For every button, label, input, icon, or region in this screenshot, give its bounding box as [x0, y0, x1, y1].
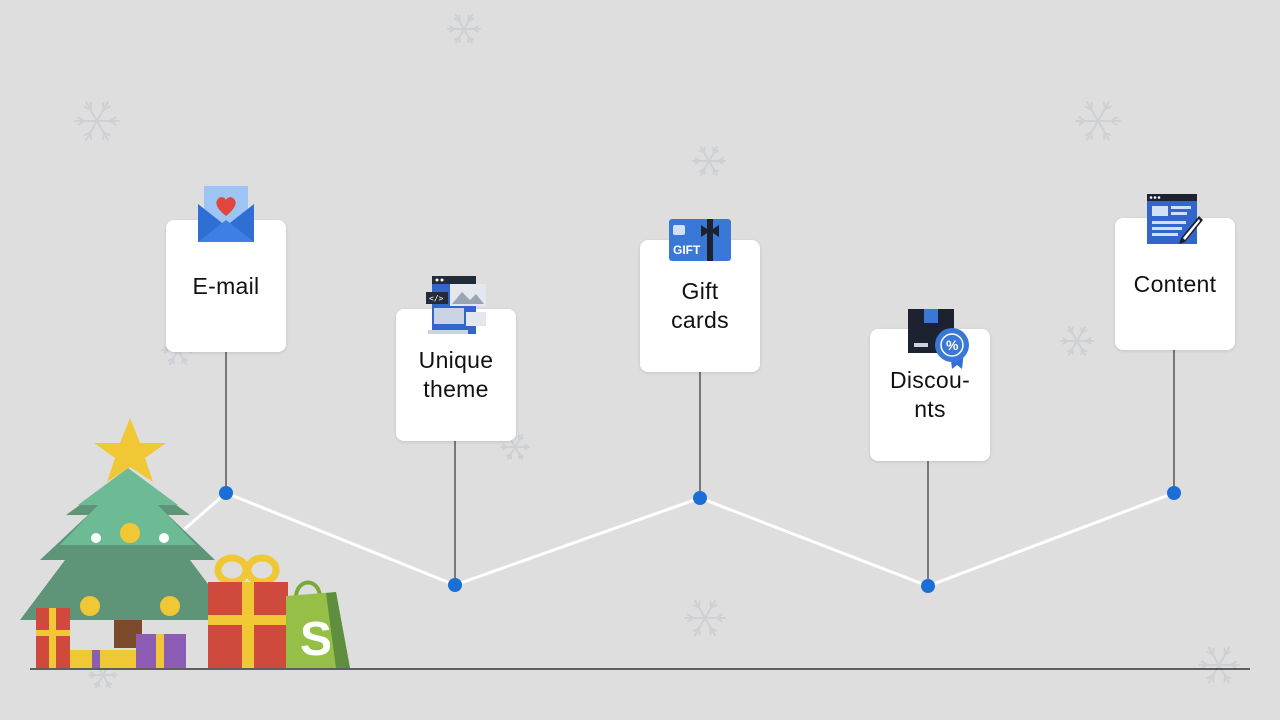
step-label-unique-theme: Unique theme — [418, 347, 494, 402]
step-label-gift-cards: Gift cards — [671, 278, 729, 333]
snowflake-icon — [500, 433, 530, 461]
small-gift-yellow-icon — [70, 650, 136, 668]
content-edit-icon — [1147, 194, 1203, 244]
svg-text:S: S — [300, 613, 332, 666]
gift-box-icon — [208, 554, 288, 668]
small-gift-purple-icon — [136, 634, 186, 668]
zigzag-connector — [179, 491, 1175, 588]
small-gift-left-icon — [36, 608, 70, 668]
gift-card-text: GIFT — [673, 243, 701, 257]
svg-text:</>: </> — [429, 294, 444, 303]
snowflake-icon — [1060, 326, 1094, 356]
step-card-gift-cards: Gift cards — [640, 240, 760, 372]
step-label-content: Content — [1133, 270, 1217, 297]
website-theme-icon: </> — [426, 276, 486, 334]
snowflake-icon — [74, 100, 120, 142]
shopify-bag-icon: S — [286, 580, 350, 668]
snowflake-icon — [1198, 646, 1240, 684]
snowflake-icon — [447, 14, 481, 44]
node-email — [219, 486, 233, 500]
node-unique-theme — [448, 578, 462, 592]
node-gift-cards — [693, 491, 707, 505]
node-discounts — [921, 579, 935, 593]
snowflake-icon — [692, 146, 726, 176]
discount-box-icon: % — [908, 309, 969, 369]
step-label-email: E-mail — [192, 272, 260, 299]
gift-card-icon: GIFT — [669, 219, 731, 261]
svg-text:%: % — [946, 337, 959, 353]
step-label-discounts: Discou- nts — [889, 367, 971, 422]
snowflake-icon — [1075, 100, 1121, 142]
node-content — [1167, 486, 1181, 500]
email-heart-icon — [198, 186, 254, 242]
christmas-tree-icon — [20, 418, 235, 648]
snowflake-icon — [684, 599, 726, 637]
